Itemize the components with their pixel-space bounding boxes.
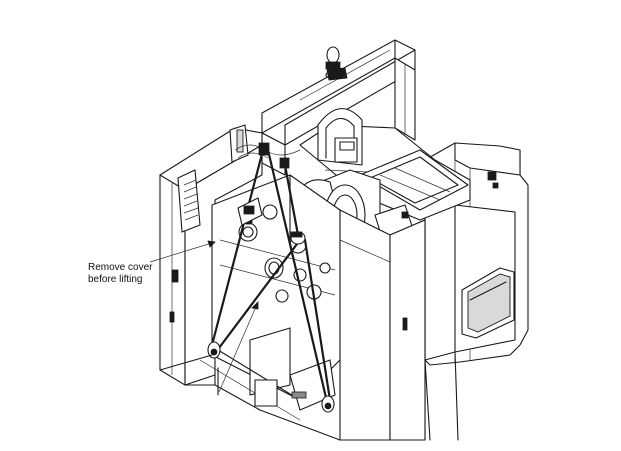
cabinet-latch-icon: [171, 269, 179, 283]
door-handle-icon: [402, 317, 408, 331]
lifting-slings: [207, 142, 335, 413]
leader-line-2: [218, 301, 259, 393]
small-screw-icon: [487, 171, 497, 181]
fan-grille: [183, 179, 199, 221]
leader-line-1: [149, 241, 216, 263]
arrow-head-1-icon: [207, 240, 216, 248]
top-mechanism: [299, 108, 471, 221]
arrow-head-2-icon: [251, 301, 259, 310]
annotation-line-2: before lifting: [88, 274, 143, 285]
annotation-line-1: Remove cover: [88, 262, 153, 273]
base-frame: [159, 354, 341, 441]
annotation-leaders: [149, 240, 259, 393]
front-door: [339, 209, 426, 441]
left-cabinet: [159, 124, 301, 386]
